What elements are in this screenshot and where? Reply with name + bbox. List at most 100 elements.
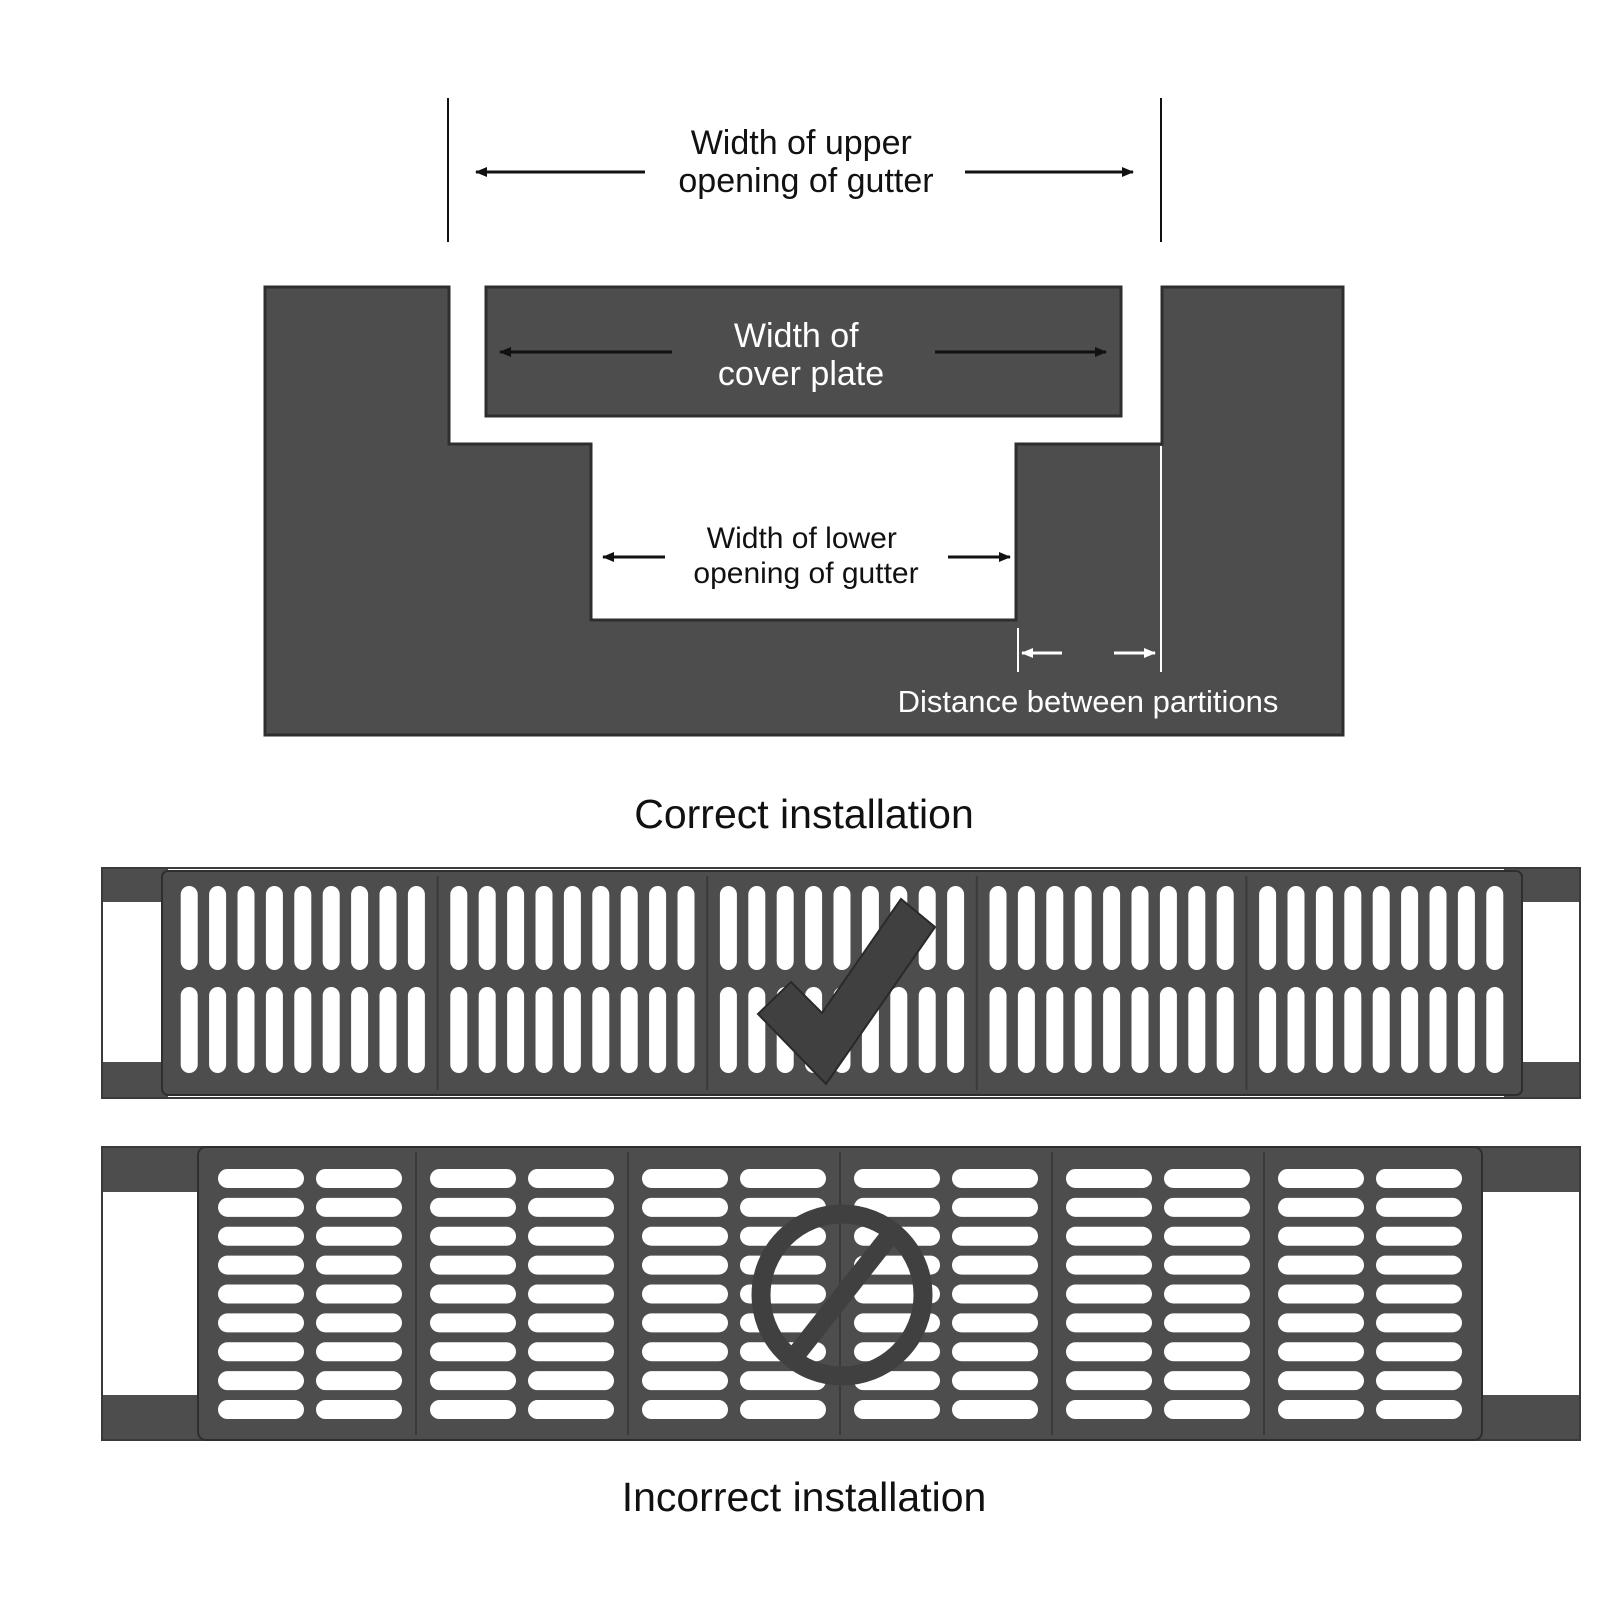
- grate-slot: [237, 886, 255, 970]
- grate-slot: [854, 1400, 940, 1420]
- grate-slot: [1188, 886, 1206, 970]
- grate-slot: [1017, 886, 1035, 970]
- rail-top-left: [102, 868, 168, 902]
- grate-slot: [649, 886, 667, 970]
- prohibited-icon: [751, 1204, 933, 1386]
- grate-slot: [1164, 1313, 1250, 1333]
- grate-slot: [430, 1226, 516, 1246]
- grate-slot: [1376, 1226, 1462, 1246]
- grate-slot: [649, 987, 667, 1073]
- grate-slot: [1376, 1168, 1462, 1188]
- grate-slot: [528, 1226, 614, 1246]
- grate-slot: [265, 886, 283, 970]
- grate-slot: [1066, 1284, 1152, 1304]
- grate-slot: [478, 886, 496, 970]
- grate-slot: [890, 987, 908, 1073]
- partition-distance-label: Distance between partitions: [898, 684, 1279, 719]
- grate-slot: [947, 886, 965, 970]
- grate-slot: [528, 1313, 614, 1333]
- grate-slot: [507, 987, 525, 1073]
- grate-slot: [1372, 886, 1390, 970]
- lower-opening-label: Width of lower opening of gutter: [693, 522, 918, 590]
- grate-slot: [430, 1168, 516, 1188]
- grate-slot: [1066, 1342, 1152, 1362]
- grate-slot: [642, 1255, 728, 1275]
- grate-slot: [592, 987, 610, 1073]
- grate-slot: [1278, 1313, 1364, 1333]
- grate-slot: [209, 886, 227, 970]
- grate-slot: [740, 1168, 826, 1188]
- correct-installation-caption: Correct installation: [634, 791, 974, 837]
- grate-slot: [1131, 886, 1149, 970]
- grate-slot: [1486, 886, 1504, 970]
- grate-slot: [1372, 987, 1390, 1073]
- grate-slot: [989, 987, 1007, 1073]
- upper-opening-dimension: Width of upper opening of gutter: [447, 98, 1162, 242]
- grate-slot: [1066, 1168, 1152, 1188]
- gutter-body: [263, 285, 1345, 737]
- grate-slot: [218, 1255, 304, 1275]
- grate-slot: [1486, 987, 1504, 1073]
- grate-slot: [620, 886, 638, 970]
- grate-slot: [740, 1255, 826, 1275]
- grate-slot: [592, 886, 610, 970]
- grate-slot: [642, 1342, 728, 1362]
- grate-slot: [719, 886, 737, 970]
- grate-slot: [316, 1400, 402, 1420]
- grate-slot: [1287, 987, 1305, 1073]
- grate-slot: [1216, 886, 1234, 970]
- grate-slot: [316, 1313, 402, 1333]
- grate-slot: [1159, 886, 1177, 970]
- grate-slot: [952, 1371, 1038, 1391]
- grate-slot: [1046, 987, 1064, 1073]
- grate-slot: [1066, 1371, 1152, 1391]
- grate-slot: [1401, 886, 1419, 970]
- grate-slot: [1278, 1371, 1364, 1391]
- grate-slot: [450, 886, 468, 970]
- grate-slot: [1188, 987, 1206, 1073]
- grate-slot: [1376, 1342, 1462, 1362]
- grate-slot: [316, 1371, 402, 1391]
- grate-slot: [430, 1255, 516, 1275]
- grate-slot: [430, 1400, 516, 1420]
- grate-slot: [1429, 886, 1447, 970]
- grate-slot: [1278, 1197, 1364, 1217]
- grate-slot: [805, 886, 823, 970]
- grate-slot: [642, 1371, 728, 1391]
- grate-slot: [642, 1197, 728, 1217]
- grate-slot: [952, 1284, 1038, 1304]
- grate-slot: [947, 987, 965, 1073]
- grate-slot: [719, 987, 737, 1073]
- grate-slot: [528, 1284, 614, 1304]
- grate-slot: [1278, 1168, 1364, 1188]
- grate-slot: [776, 886, 794, 970]
- grate-slot: [407, 987, 425, 1073]
- grate-slot: [1066, 1255, 1152, 1275]
- grate-slot: [1017, 987, 1035, 1073]
- grate-slot: [1216, 987, 1234, 1073]
- grate-slot: [952, 1342, 1038, 1362]
- grate-slot: [642, 1226, 728, 1246]
- grate-slot: [1344, 886, 1362, 970]
- grate-slot: [1315, 987, 1333, 1073]
- grate-slot: [316, 1168, 402, 1188]
- grate-slot: [535, 886, 553, 970]
- grate-slot: [528, 1168, 614, 1188]
- grate-slot: [1278, 1284, 1364, 1304]
- cover-plate-dimension: Width of cover plate: [499, 317, 1107, 393]
- grate-slot: [1376, 1255, 1462, 1275]
- grate-slot: [563, 886, 581, 970]
- grate-frame: [101, 867, 1581, 1099]
- grate-slot: [642, 1313, 728, 1333]
- grate-slot: [1066, 1226, 1152, 1246]
- grate-slot: [478, 987, 496, 1073]
- rail-bottom-left: [102, 1395, 202, 1440]
- grate-slot: [952, 1255, 1038, 1275]
- grate-slot: [1376, 1400, 1462, 1420]
- grate-slot: [1066, 1197, 1152, 1217]
- grate-slot: [1376, 1371, 1462, 1391]
- grate-slot: [1164, 1400, 1250, 1420]
- grate-slot: [430, 1371, 516, 1391]
- grate-slot: [642, 1168, 728, 1188]
